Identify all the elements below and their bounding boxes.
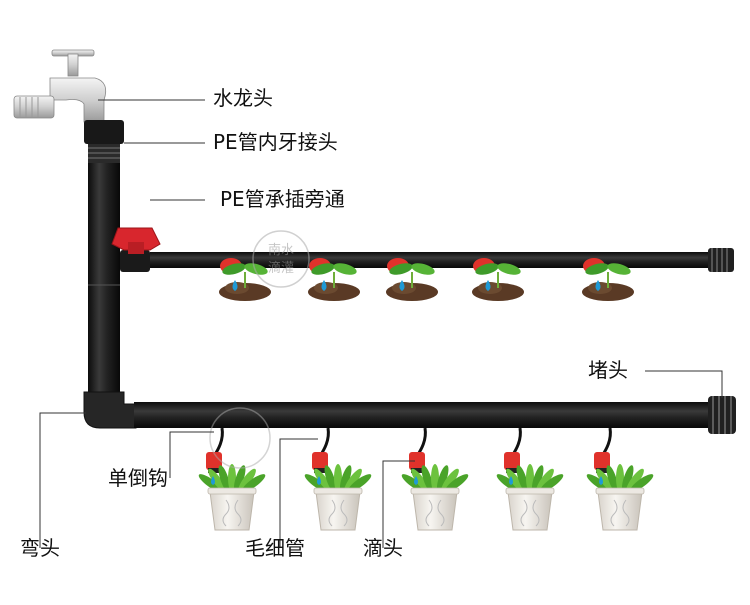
label-capillary: 毛细管 — [245, 536, 305, 560]
pe-bypass-tee — [111, 227, 161, 272]
leader-hook — [169, 431, 214, 478]
seedling-with-dripper — [386, 258, 438, 301]
seedling-with-dripper — [582, 258, 634, 301]
label-pe-bypass: PE管承插旁通 — [220, 187, 345, 211]
watermark-line2: 滴灌 — [268, 260, 294, 276]
pe-inner-thread-connector — [84, 120, 124, 164]
label-pe-inner-thread: PE管内牙接头 — [213, 130, 338, 154]
potted-plant-with-dripper — [304, 427, 372, 531]
leader-end-plug — [645, 370, 723, 398]
leader-lines — [39, 99, 723, 548]
watermark-stamp-lower — [209, 407, 271, 469]
faucet — [13, 49, 107, 123]
upper-end-coil — [708, 248, 734, 272]
label-faucet: 水龙头 — [213, 86, 273, 110]
potted-plant-row — [198, 427, 654, 531]
leader-capillary — [279, 438, 318, 548]
potted-plant-with-dripper — [401, 427, 469, 531]
seedling-row — [219, 258, 634, 301]
leader-dripper — [382, 460, 415, 548]
potted-plant-with-dripper — [198, 427, 266, 531]
label-inverted-hook: 单倒钩 — [108, 466, 168, 490]
watermark-stamp: 南水 滴灌 — [252, 230, 310, 288]
end-plug — [708, 396, 736, 434]
lower-lateral-pipe — [134, 402, 712, 428]
potted-plant-with-dripper — [496, 427, 564, 531]
watermark-line1: 南水 — [268, 242, 294, 258]
label-end-plug: 堵头 — [588, 358, 628, 382]
label-elbow: 弯头 — [20, 536, 60, 560]
main-vertical-pipe — [88, 163, 120, 398]
seedling-with-dripper — [472, 258, 524, 301]
upper-lateral-pipe — [150, 252, 710, 268]
seedling-with-dripper — [308, 258, 360, 301]
elbow-fitting — [83, 391, 137, 429]
leader-elbow — [39, 412, 86, 548]
potted-plant-with-dripper — [586, 427, 654, 531]
seedling-with-dripper — [219, 258, 271, 301]
label-dripper: 滴头 — [363, 536, 403, 560]
